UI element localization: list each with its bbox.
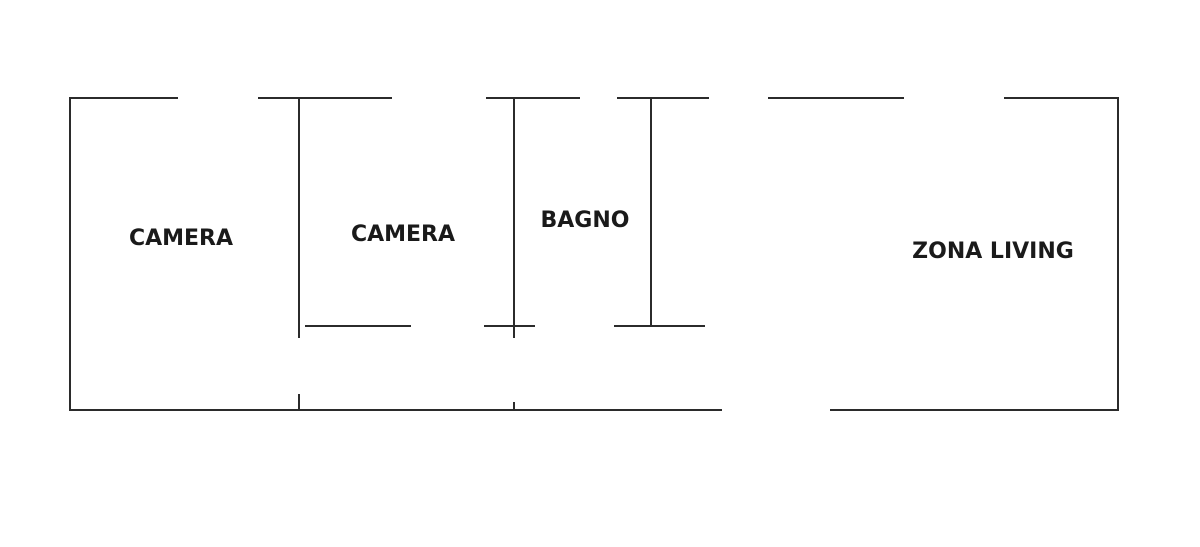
room-label-bagno: BAGNO: [541, 208, 630, 233]
outer-walls: [69, 97, 1119, 411]
room-label-camera-1: CAMERA: [129, 226, 233, 251]
room-labels: CAMERA CAMERA BAGNO ZONA LIVING: [129, 208, 1074, 264]
room-label-camera-2: CAMERA: [351, 222, 455, 247]
interior-walls: [298, 98, 705, 410]
room-label-zona-living: ZONA LIVING: [912, 239, 1074, 264]
